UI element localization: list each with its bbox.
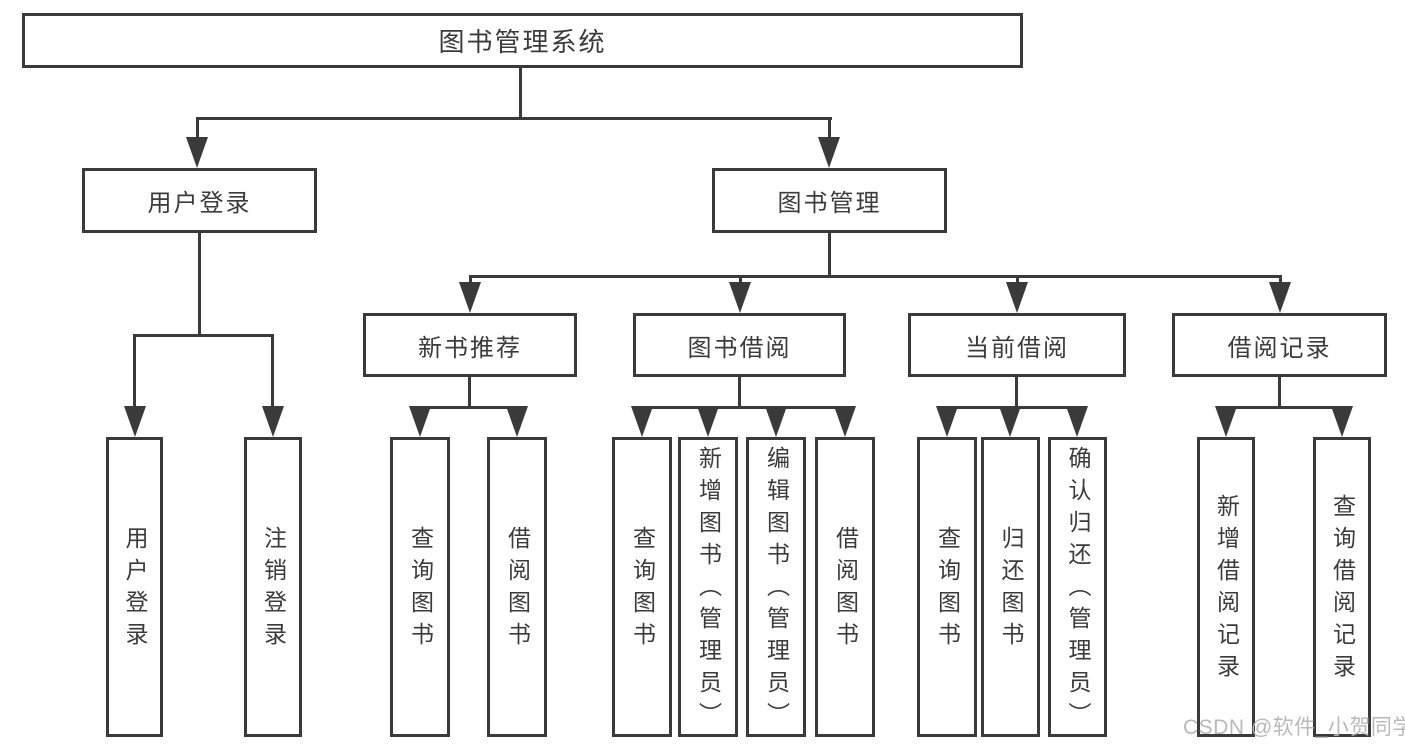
arrow-down-icon (409, 406, 431, 437)
connector-line (519, 68, 522, 120)
connector-line (739, 275, 742, 287)
arrow-down-icon (834, 406, 856, 437)
connector-line (271, 334, 274, 407)
connector-line (133, 334, 274, 337)
node-user-login-leaf: 用户登录 (106, 437, 163, 737)
node-new-book-recommend: 新书推荐 (363, 313, 577, 377)
connector-line (1278, 377, 1281, 409)
node-logout-leaf: 注销登录 (244, 437, 302, 737)
node-confirm-return-admin: 确认归还（管理员） (1048, 437, 1107, 737)
csdn-watermark: CSDN @软件_小贺同学 (1183, 716, 1405, 739)
connector-line (196, 117, 199, 141)
arrow-down-icon (999, 406, 1021, 437)
connector-line (469, 275, 472, 287)
connector-line (1015, 377, 1018, 409)
node-user-login: 用户登录 (82, 168, 317, 233)
node-borrow-books-borrowing: 借阅图书 (815, 437, 875, 737)
node-add-borrow-record: 新增借阅记录 (1197, 437, 1255, 737)
connector-line (828, 233, 831, 278)
arrow-down-icon (729, 282, 751, 313)
connector-line (419, 406, 519, 409)
node-book-management: 图书管理 (712, 168, 947, 233)
node-edit-books-admin: 编辑图书（管理员） (746, 437, 806, 737)
node-query-borrow-record: 查询借阅记录 (1313, 437, 1371, 737)
arrow-down-icon (459, 282, 481, 313)
arrow-down-icon (1066, 406, 1088, 437)
arrow-down-icon (1269, 282, 1291, 313)
node-borrowing-records: 借阅记录 (1172, 313, 1387, 377)
arrow-down-icon (262, 406, 284, 437)
arrow-down-icon (1215, 406, 1237, 437)
node-borrow-books-recommend: 借阅图书 (487, 437, 547, 737)
connector-line (198, 233, 201, 337)
arrow-down-icon (765, 406, 787, 437)
node-current-borrowing: 当前借阅 (908, 313, 1126, 377)
arrow-down-icon (936, 406, 958, 437)
node-return-books: 归还图书 (981, 437, 1040, 737)
arrow-down-icon (818, 137, 840, 168)
connector-line (828, 117, 831, 141)
connector-line (133, 334, 136, 407)
node-query-books-borrowing: 查询图书 (612, 437, 672, 737)
arrow-down-icon (1331, 406, 1353, 437)
connector-line (1279, 275, 1282, 287)
arrow-down-icon (124, 406, 146, 437)
arrow-down-icon (697, 406, 719, 437)
connector-line (738, 377, 741, 409)
arrow-down-icon (506, 406, 528, 437)
connector-line (1225, 406, 1344, 409)
arrow-down-icon (186, 137, 208, 168)
connector-line (641, 406, 847, 409)
node-library-system: 图书管理系统 (22, 13, 1023, 68)
arrow-down-icon (1006, 282, 1028, 313)
connector-line (468, 377, 471, 409)
arrow-down-icon (631, 406, 653, 437)
connector-line (196, 117, 832, 120)
node-add-books-admin: 新增图书（管理员） (678, 437, 738, 737)
node-book-borrowing: 图书借阅 (633, 313, 846, 377)
connector-line (469, 275, 1282, 278)
node-query-books-recommend: 查询图书 (390, 437, 450, 737)
connector-line (1016, 275, 1019, 287)
node-query-books-current: 查询图书 (917, 437, 977, 737)
